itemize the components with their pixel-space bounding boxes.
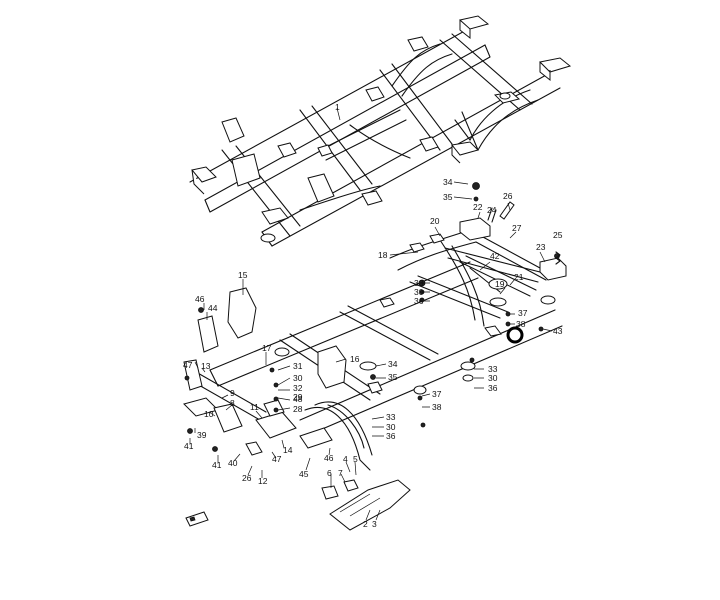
callout-12: 12 — [258, 476, 268, 486]
callout-16: 16 — [350, 354, 360, 364]
callout-42: 42 — [490, 251, 500, 261]
callout-1: 1 — [335, 102, 340, 112]
callout-32: 32 — [293, 383, 303, 393]
lower-frame-assembly — [183, 182, 567, 531]
callout-34b: 34 — [388, 359, 398, 369]
callout-24: 24 — [487, 205, 497, 215]
callout-9: 9 — [230, 388, 235, 398]
callout-41b: 41 — [212, 460, 222, 470]
callout-29: 29 — [293, 392, 303, 402]
callout-47a: 47 — [183, 360, 193, 370]
leader-lines — [189, 181, 553, 521]
callout-35b: 35 — [388, 372, 398, 382]
callout-10: 10 — [204, 409, 214, 419]
callout-45: 45 — [299, 469, 309, 479]
callout-14: 14 — [283, 445, 293, 455]
callout-20: 20 — [430, 216, 440, 226]
callout-33c: 33 — [488, 364, 498, 374]
callout-31: 31 — [293, 361, 303, 371]
callout-26b: 26 — [242, 473, 252, 483]
callout-30b: 30 — [293, 373, 303, 383]
callout-37a: 37 — [518, 308, 528, 318]
callout-19: 19 — [495, 279, 505, 289]
callout-34: 34 — [443, 177, 453, 187]
highlight-ring — [506, 326, 524, 344]
callout-33b: 33 — [386, 412, 396, 422]
callout-27: 27 — [512, 223, 522, 233]
callout-44: 44 — [208, 303, 218, 313]
callout-33a: 33 — [414, 278, 424, 288]
callout-22: 22 — [473, 202, 483, 212]
callout-30c: 30 — [386, 422, 396, 432]
callout-30a: 30 — [414, 287, 424, 297]
callout-8: 8 — [230, 398, 235, 408]
callout-41a: 41 — [184, 441, 194, 451]
callout-2: 2 — [363, 519, 368, 529]
callout-21: 21 — [514, 272, 524, 282]
callout-40: 40 — [228, 458, 238, 468]
callout-28: 28 — [293, 404, 303, 414]
callout-36b: 36 — [386, 431, 396, 441]
callout-36c: 36 — [488, 383, 498, 393]
callout-43: 43 — [553, 326, 563, 336]
callout-17: 17 — [262, 343, 272, 353]
callout-30d: 30 — [488, 373, 498, 383]
callout-38b: 38 — [432, 402, 442, 412]
callout-38a: 38 — [516, 319, 526, 329]
callout-46b: 46 — [324, 453, 334, 463]
callout-39: 39 — [197, 430, 207, 440]
callout-6: 6 — [327, 468, 332, 478]
callout-48: 48 — [293, 394, 303, 404]
upper-frame-assembly — [189, 15, 572, 247]
callout-3: 3 — [372, 519, 377, 529]
callout-15: 15 — [238, 270, 248, 280]
callout-11: 11 — [250, 402, 259, 412]
callout-23: 23 — [536, 242, 546, 252]
callout-37b: 37 — [432, 389, 442, 399]
callout-7: 7 — [338, 468, 343, 478]
callout-46a: 46 — [195, 294, 205, 304]
callout-26: 26 — [503, 191, 513, 201]
callout-25: 25 — [553, 230, 563, 240]
callout-13: 13 — [201, 361, 211, 371]
callout-36a: 36 — [414, 296, 424, 306]
callout-labels: 1 34 35 26 22 24 20 27 18 42 23 25 21 19… — [183, 102, 563, 529]
callout-35: 35 — [443, 192, 453, 202]
callout-4: 4 — [343, 454, 348, 464]
callout-5: 5 — [353, 454, 358, 464]
callout-18: 18 — [378, 250, 388, 260]
callout-47b: 47 — [272, 454, 282, 464]
